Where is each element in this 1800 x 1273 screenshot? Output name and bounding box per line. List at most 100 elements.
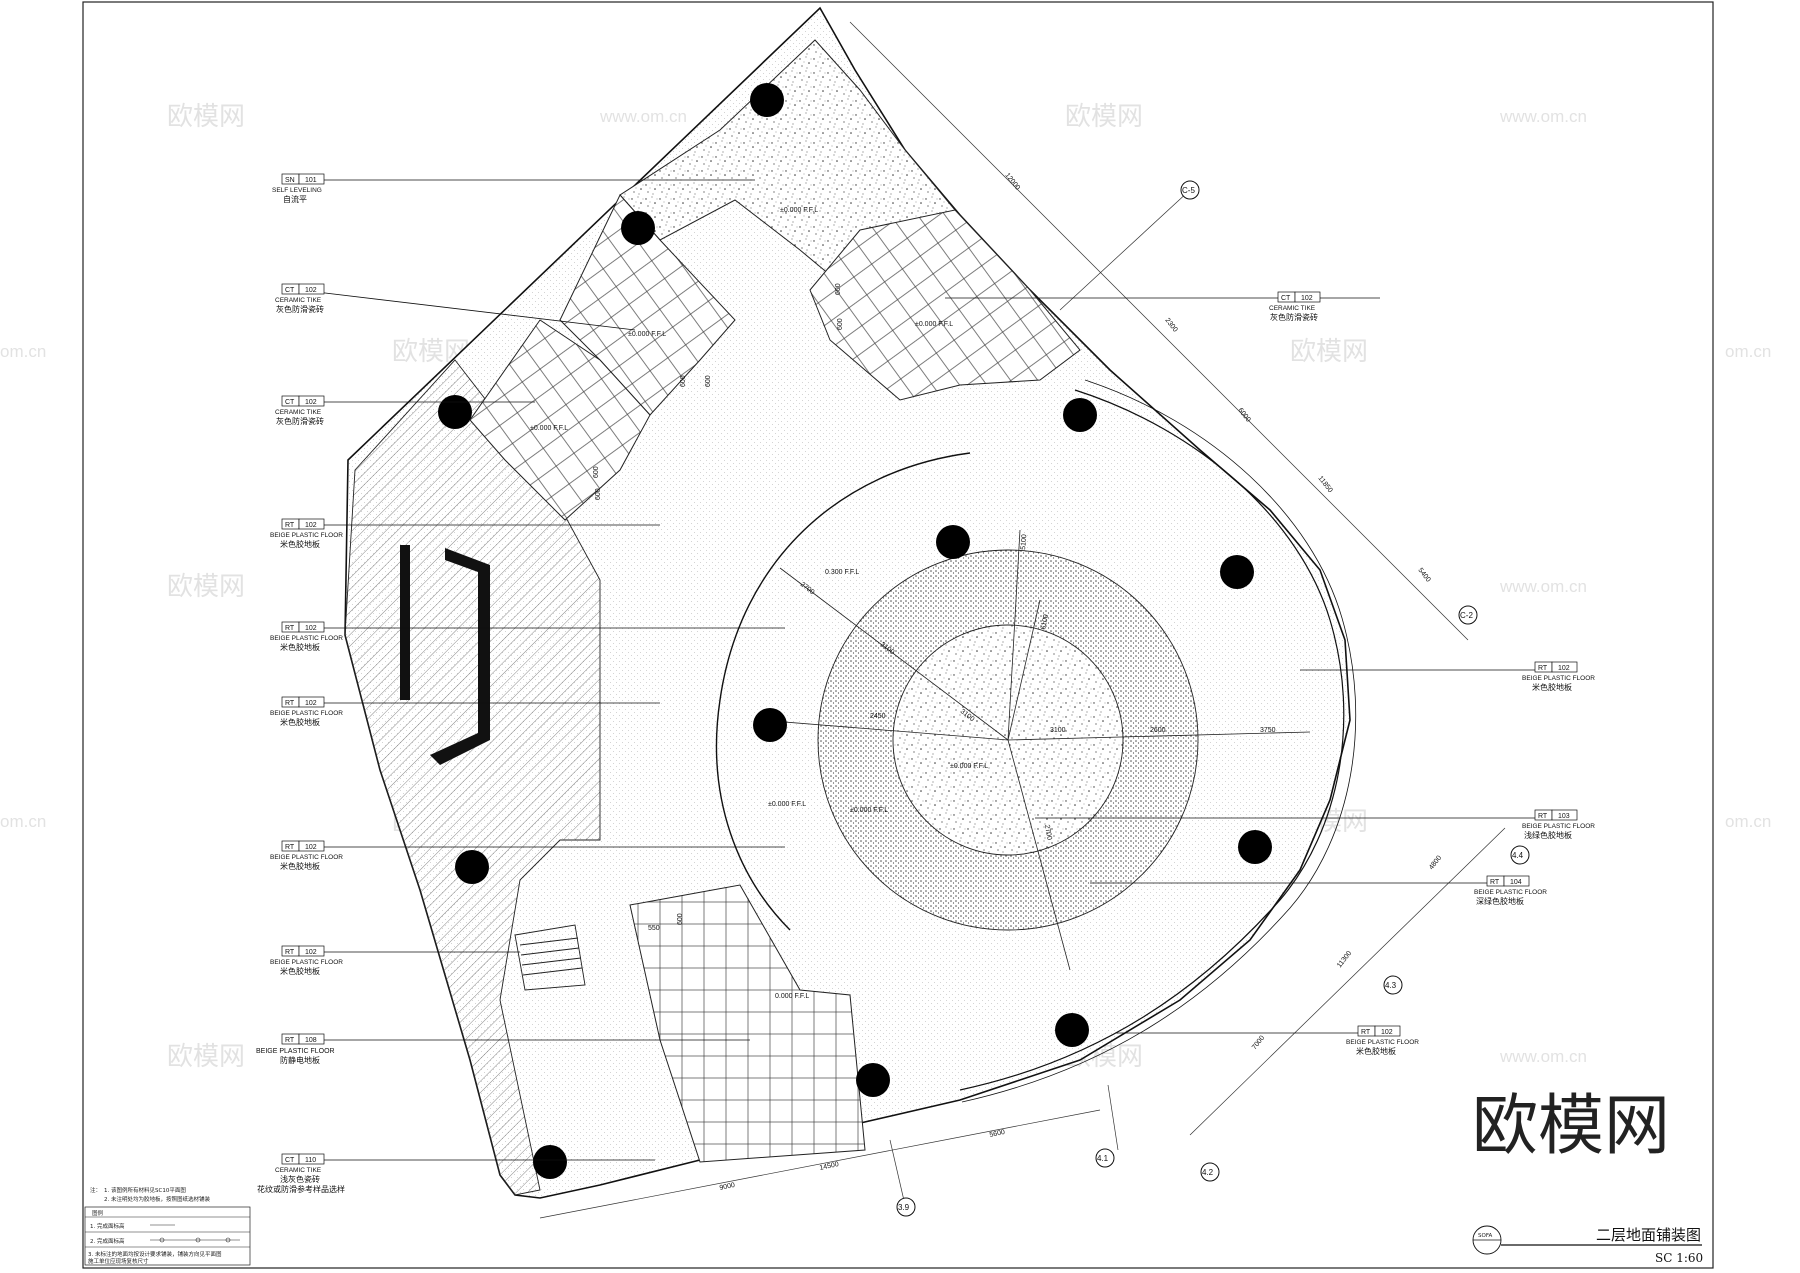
svg-text:108: 108 <box>305 1037 317 1044</box>
svg-text:RT: RT <box>1361 1029 1371 1036</box>
axis-lines <box>539 21 1506 1219</box>
drawing-scale: SC 1:60 <box>1655 1251 1703 1265</box>
column <box>1055 1013 1089 1047</box>
svg-text:BEIGE PLASTIC FLOOR: BEIGE PLASTIC FLOOR <box>1474 889 1547 896</box>
svg-text:103: 103 <box>1558 813 1570 820</box>
svg-text:550: 550 <box>648 925 660 932</box>
svg-text:9000: 9000 <box>719 1182 736 1192</box>
svg-text:CERAMIC TIKE: CERAMIC TIKE <box>275 409 322 416</box>
svg-text:±0.000 F.F.L: ±0.000 F.F.L <box>768 801 806 808</box>
svg-text:欧模网: 欧模网 <box>167 1042 245 1072</box>
facade-curve <box>959 389 1345 1091</box>
grid-bubble-4-4: 4.4 <box>1510 845 1530 865</box>
material-tag-rt102-d: RT 102 BEIGE PLASTIC FLOOR 米色胶地板 <box>270 840 343 871</box>
material-tag-rt103: RT 103 BEIGE PLASTIC FLOOR 浅绿色胶地板 <box>1522 809 1595 840</box>
svg-text:11300: 11300 <box>1336 950 1353 969</box>
svg-text:C-2: C-2 <box>1460 611 1473 620</box>
svg-text:RT: RT <box>285 844 295 851</box>
svg-text:米色胶地板: 米色胶地板 <box>280 717 320 727</box>
zone-ceramic-1 <box>559 194 736 416</box>
svg-text:om.cn: om.cn <box>0 342 46 361</box>
svg-text:BEIGE PLASTIC FLOOR: BEIGE PLASTIC FLOOR <box>270 854 343 861</box>
svg-text:BEIGE PLASTIC FLOOR: BEIGE PLASTIC FLOOR <box>270 532 343 539</box>
svg-text:±0.000 F.F.L: ±0.000 F.F.L <box>628 331 666 338</box>
svg-text:www.om.cn: www.om.cn <box>1499 107 1587 126</box>
svg-text:1. 该图例所有材料见SC10平面图: 1. 该图例所有材料见SC10平面图 <box>104 1186 186 1194</box>
svg-text:1. 完成面标高: 1. 完成面标高 <box>90 1222 125 1230</box>
grid-bubble-4-3: 4.3 <box>1383 975 1403 995</box>
svg-text:CERAMIC TIKE: CERAMIC TIKE <box>1269 305 1316 312</box>
svg-text:BEIGE PLASTIC FLOOR: BEIGE PLASTIC FLOOR <box>256 1048 335 1055</box>
svg-text:灰色防滑瓷砖: 灰色防滑瓷砖 <box>1270 312 1318 322</box>
svg-text:BEIGE PLASTIC FLOOR: BEIGE PLASTIC FLOOR <box>270 959 343 966</box>
stair-graphic <box>514 924 586 991</box>
floor-outline <box>344 6 1506 1219</box>
svg-text:CT: CT <box>285 399 295 406</box>
svg-text:米色胶地板: 米色胶地板 <box>280 966 320 976</box>
legend-table <box>84 1206 251 1266</box>
svg-text:欧模网: 欧模网 <box>1290 337 1368 367</box>
grid-bubble-c5: C-5 <box>1180 180 1200 200</box>
level-marks: ±0.000 F.F.L ±0.000 F.F.L ±0.000 F.F.L ±… <box>530 207 988 1000</box>
svg-text:RT: RT <box>285 1037 295 1044</box>
svg-text:600: 600 <box>680 375 687 387</box>
svg-text:欧模网: 欧模网 <box>1065 102 1143 132</box>
svg-text:om.cn: om.cn <box>1725 342 1771 361</box>
svg-text:6100: 6100 <box>1040 614 1050 631</box>
svg-text:自流平: 自流平 <box>283 194 307 204</box>
column <box>533 1145 567 1179</box>
svg-text:2. 未注明处均为胶地板，按照图纸选材铺装: 2. 未注明处均为胶地板，按照图纸选材铺装 <box>104 1195 210 1203</box>
svg-text:www.om.cn: www.om.cn <box>1499 1047 1587 1066</box>
column <box>750 83 784 117</box>
svg-text:花纹或防滑参考样品选样: 花纹或防滑参考样品选样 <box>257 1184 345 1194</box>
svg-text:102: 102 <box>305 399 317 406</box>
svg-text:BEIGE PLASTIC FLOOR: BEIGE PLASTIC FLOOR <box>270 710 343 717</box>
material-tag-rt102-b: RT 102 BEIGE PLASTIC FLOOR 米色胶地板 <box>270 621 343 652</box>
svg-text:102: 102 <box>305 625 317 632</box>
svg-text:om.cn: om.cn <box>1725 812 1771 831</box>
svg-text:4.4: 4.4 <box>1512 851 1524 860</box>
logo-watermark: 欧模网 <box>1472 1087 1670 1164</box>
svg-text:米色胶地板: 米色胶地板 <box>280 642 320 652</box>
svg-text:om.cn: om.cn <box>0 812 46 831</box>
svg-text:SOFA: SOFA <box>1478 1233 1492 1239</box>
svg-text:RT: RT <box>285 522 295 529</box>
svg-text:12000: 12000 <box>1003 172 1021 192</box>
svg-text:4.1: 4.1 <box>1097 1154 1109 1163</box>
zone-ceramic-3 <box>809 209 1081 401</box>
svg-text:4.2: 4.2 <box>1202 1168 1214 1177</box>
column <box>1063 398 1097 432</box>
svg-text:防静电地板: 防静电地板 <box>280 1055 320 1065</box>
svg-text:RT: RT <box>1490 879 1500 886</box>
svg-text:2300: 2300 <box>1163 317 1178 334</box>
column <box>438 395 472 429</box>
svg-text:RT: RT <box>1538 665 1548 672</box>
material-tag-ct110: CT 110 CERAMIC TIKE 浅灰色瓷砖 花纹或防滑参考样品选样 <box>257 1153 345 1194</box>
svg-text:102: 102 <box>305 287 317 294</box>
svg-text:5400: 5400 <box>1416 567 1431 584</box>
svg-text:RT: RT <box>285 949 295 956</box>
material-tag-rt102-right-a: RT 102 BEIGE PLASTIC FLOOR 米色胶地板 <box>1522 661 1595 692</box>
material-tag-rt102-right-b: RT 102 BEIGE PLASTIC FLOOR 米色胶地板 <box>1346 1025 1419 1056</box>
svg-text:BEIGE PLASTIC FLOOR: BEIGE PLASTIC FLOOR <box>1522 675 1595 682</box>
notes-block: 注： 1. 该图例所有材料见SC10平面图 2. 未注明处均为胶地板，按照图纸选… <box>84 1186 251 1266</box>
svg-text:CT: CT <box>285 1157 295 1164</box>
svg-text:600: 600 <box>835 283 842 295</box>
svg-text:浅灰色瓷砖: 浅灰色瓷砖 <box>280 1174 320 1184</box>
svg-text:110: 110 <box>305 1157 316 1164</box>
column <box>753 708 787 742</box>
svg-text:BEIGE PLASTIC FLOOR: BEIGE PLASTIC FLOOR <box>270 635 343 642</box>
column <box>856 1063 890 1097</box>
material-tag-ct102-a: CT 102 CERAMIC TIKE 灰色防滑瓷砖 <box>275 283 325 314</box>
svg-text:米色胶地板: 米色胶地板 <box>1356 1046 1396 1056</box>
structural-columns <box>438 83 1272 1179</box>
svg-text:灰色防滑瓷砖: 灰色防滑瓷砖 <box>276 416 324 426</box>
svg-text:5100: 5100 <box>1020 534 1028 550</box>
svg-text:RT: RT <box>285 700 295 707</box>
svg-text:±0.000 F.F.L: ±0.000 F.F.L <box>915 321 953 328</box>
svg-text:施工单位应现场复核尺寸: 施工单位应现场复核尺寸 <box>88 1257 149 1265</box>
svg-text:600: 600 <box>595 488 602 500</box>
grid-bubble-4-2: 4.2 <box>1200 1162 1220 1182</box>
svg-text:102: 102 <box>305 700 317 707</box>
svg-text:CT: CT <box>1281 295 1291 302</box>
